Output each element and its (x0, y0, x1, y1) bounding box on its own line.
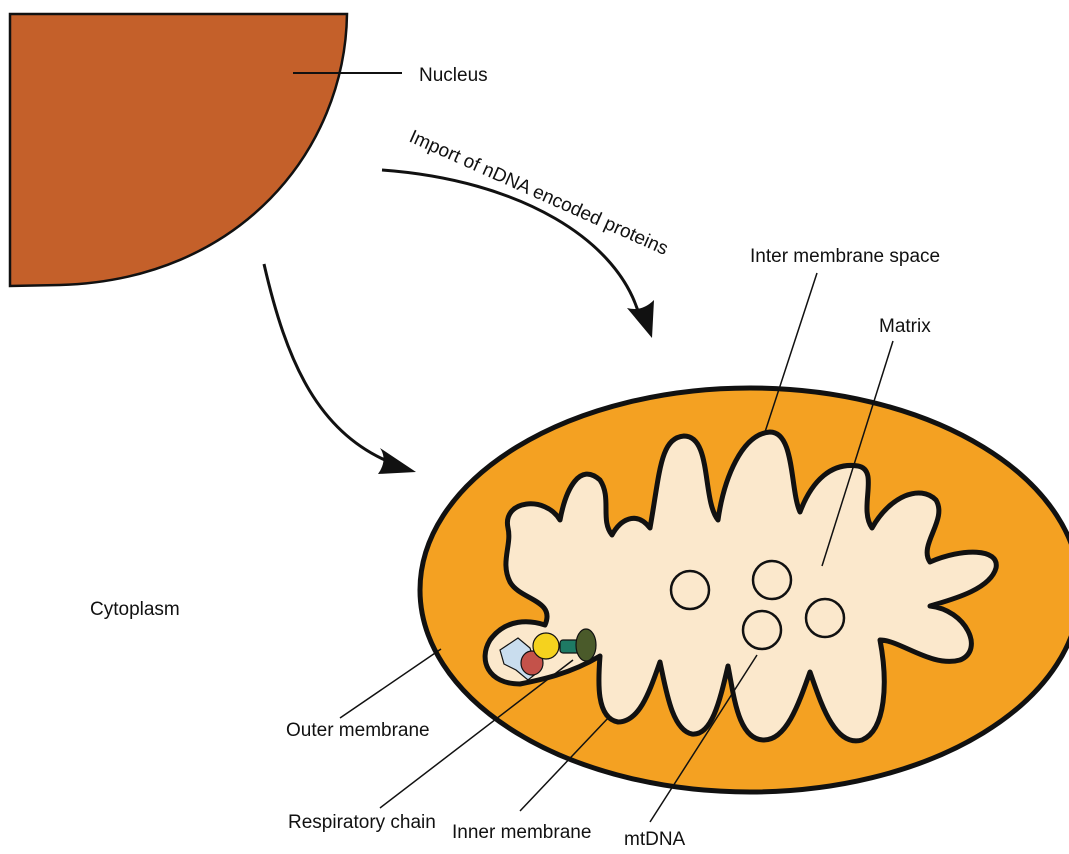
complex-v-shape (576, 629, 596, 661)
outer-membrane-label: Outer membrane (286, 720, 430, 741)
nucleus-shape (10, 14, 347, 286)
matrix-label: Matrix (879, 316, 931, 337)
complex-iii-shape (533, 633, 559, 659)
mtdna-label: mtDNA (624, 829, 686, 849)
import-label: Import of nDNA encoded proteins (406, 126, 671, 259)
cytoplasm-arrowhead (378, 448, 416, 474)
inner-membrane-label: Inner membrane (452, 822, 591, 843)
import-arrowhead (627, 300, 654, 338)
nucleus-label: Nucleus (419, 65, 488, 86)
inter-membrane-space-label: Inter membrane space (750, 246, 940, 267)
outer-membrane-leader-line (340, 649, 441, 718)
cytoplasm-label: Cytoplasm (90, 599, 180, 620)
respiratory-chain-label: Respiratory chain (288, 812, 436, 833)
cytoplasm-arrow (264, 264, 400, 466)
